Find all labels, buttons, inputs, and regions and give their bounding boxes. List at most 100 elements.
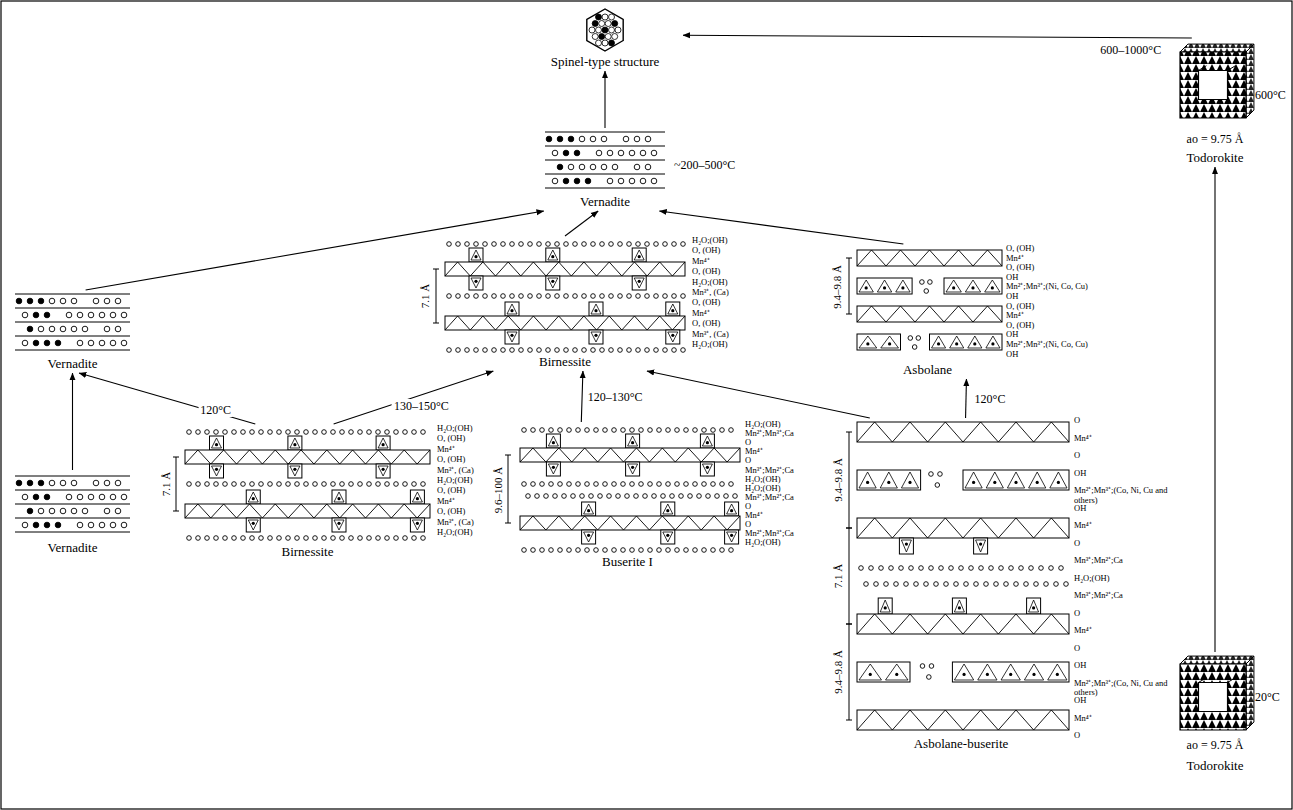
hydroxide-island [963,470,1069,490]
open-site [552,150,558,156]
layer-label: Mn²⁺;Mn³⁺;Ca [745,529,794,539]
water-site [603,482,608,487]
water-site [1019,566,1024,571]
water-site [1044,582,1049,587]
spinel-atom [596,14,602,20]
water-site [492,294,497,299]
cation-dot [416,522,419,525]
layer-label: O, (OH) [692,267,720,277]
octahedron-face [1029,472,1046,488]
layer-label: OH [1074,661,1174,671]
layer-line [15,532,130,533]
water-site [1004,582,1009,587]
water-site [531,482,536,487]
cation-dot [631,441,634,444]
filled-site [55,522,61,528]
water-site [663,348,668,353]
interlayer-octahedron [376,436,390,450]
cation-dot [416,497,419,500]
layer-label: Mn³⁺, (Ca) [692,288,729,298]
layer-label: O [1074,609,1174,619]
water-site [340,430,345,435]
water-site [684,428,689,433]
water-site [654,242,659,247]
dimension-line [846,528,852,624]
water-site [412,430,417,435]
water-site [259,536,264,541]
water-site [938,472,943,477]
interlayer-octahedron [725,530,739,544]
cation-dot [293,468,296,471]
water-site [603,548,608,553]
octahedral-sheet [445,316,685,330]
open-site [60,508,66,514]
water-site [666,548,671,553]
water-site [385,430,390,435]
open-site [88,494,94,500]
open-site [115,508,121,514]
water-site [600,348,605,353]
open-site [71,326,77,332]
water-site [580,494,585,499]
water-site [657,482,662,487]
water-site [447,242,452,247]
water-site [894,582,899,587]
spinel-hexagon [587,9,623,51]
octahedron-face [946,280,961,292]
dimension-label: 7.1 Å [834,564,844,588]
spinel-atom [615,27,621,33]
water-site [456,242,461,247]
mineral-node: Birnessite [437,236,693,371]
water-site [403,430,408,435]
octahedra-zigzag [857,614,1069,634]
cation-dot [888,342,891,345]
octahedron-face [877,280,891,292]
water-site [544,494,549,499]
water-site [549,548,554,553]
interlayer-octahedron [661,530,675,544]
water-site [949,566,954,571]
water-site [929,472,934,477]
octahedron-face [507,332,517,342]
octahedral-sheet [185,504,430,518]
open-site [104,480,110,486]
interlayer-octahedron [505,330,519,344]
layer-label: O, (OH) [692,298,720,308]
water-site [205,430,210,435]
interlayer-octahedron [546,248,560,262]
open-site [77,522,83,528]
filled-site [557,136,563,142]
tunnel-inner-edge [1198,678,1235,683]
octahedron-face [628,436,638,446]
water-site [447,294,452,299]
cation-dot [908,481,911,484]
water-site [697,494,702,499]
octahedron-face [950,336,964,348]
layer-label: OH [1006,330,1018,340]
water-site [679,494,684,499]
water-site [914,582,919,587]
octahedron-face [954,600,964,612]
layer-line [545,188,665,189]
water-site [974,582,979,587]
water-site [421,482,426,487]
open-site [60,298,66,304]
water-site [724,494,729,499]
water-site [672,242,677,247]
layer-label: H₂O;(OH) [1074,574,1174,584]
layer-label: Mn³⁺, (Ca) [437,466,474,476]
open-site [99,340,105,346]
water-site [720,428,725,433]
open-site [607,178,613,184]
cation-dot [474,255,477,258]
water-site [196,482,201,487]
layer-line [15,336,130,337]
cation-dot [671,309,674,312]
filled-site [27,508,33,514]
water-site [934,582,939,587]
spinel-atom [609,14,615,20]
open-site [640,150,646,156]
water-site [672,294,677,299]
water-site [232,482,237,487]
water-site [537,242,542,247]
